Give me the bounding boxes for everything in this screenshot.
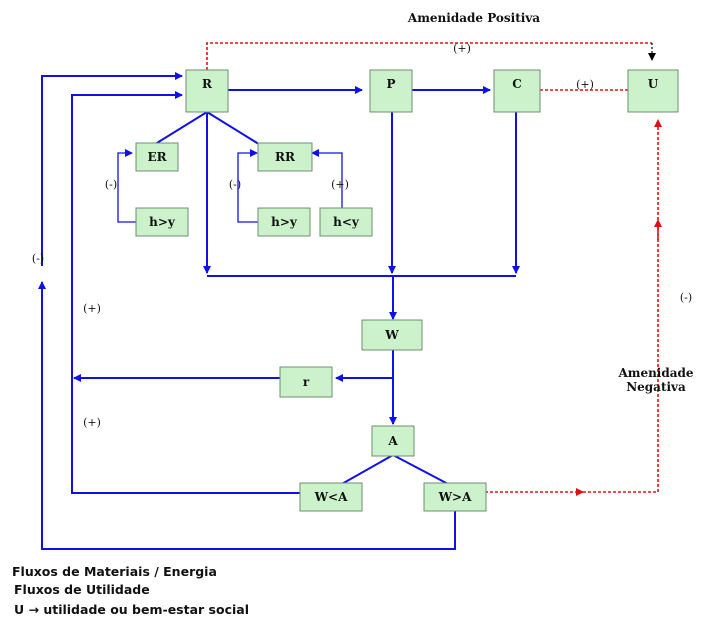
- label-amenidade-negativa-1: Amenidade: [617, 366, 693, 380]
- line-a-wla: [339, 454, 394, 486]
- utility-right-line: [583, 230, 659, 493]
- svg-text:W<A: W<A: [314, 490, 349, 504]
- loop-wga-up: [38, 281, 456, 550]
- svg-text:R: R: [202, 77, 213, 91]
- svg-text:r: r: [303, 375, 310, 389]
- node-u: U: [627, 69, 679, 113]
- node-p: P: [369, 69, 413, 113]
- loop-left-r: [41, 72, 183, 266]
- node-w-lt-a: W<A: [299, 482, 363, 512]
- svg-text:C: C: [512, 77, 522, 91]
- svg-text:ER: ER: [147, 150, 167, 164]
- svg-text:h<y: h<y: [333, 215, 360, 229]
- svg-text:A: A: [387, 434, 398, 448]
- legend-utility-flow: Fluxos de Utilidade: [14, 582, 150, 597]
- legend-material-flow: Fluxos de Materiais / Energia: [12, 564, 217, 579]
- line-a-wga: [392, 454, 451, 486]
- line-r-er: [151, 111, 208, 147]
- node-r: R: [185, 69, 229, 113]
- node-r-small: r: [279, 366, 333, 398]
- svg-text:W>A: W>A: [438, 490, 473, 504]
- node-er: ER: [135, 142, 179, 172]
- svg-text:P: P: [386, 77, 395, 91]
- label-minus-rr: (-): [229, 178, 241, 191]
- node-rr: RR: [257, 142, 313, 172]
- loop-hy-er: [117, 149, 136, 223]
- node-h-gt-y-1: h>y: [135, 207, 189, 237]
- label-plus-top: (+): [453, 42, 471, 55]
- loop-hy-rr: [237, 149, 258, 223]
- loop-wla-r: [71, 91, 300, 494]
- node-c: C: [493, 69, 541, 113]
- label-minus-left: (-): [32, 252, 44, 265]
- label-amenidade-positiva: Amenidade Positiva: [407, 11, 540, 25]
- label-plus-left-1: (+): [83, 302, 101, 315]
- label-plus-cu: (+): [576, 78, 594, 91]
- svg-text:RR: RR: [275, 150, 296, 164]
- label-minus-er: (-): [105, 178, 117, 191]
- line-r-rr: [206, 111, 263, 147]
- label-plus-rr: (+): [331, 178, 349, 191]
- svg-text:h>y: h>y: [271, 215, 298, 229]
- label-plus-left-2: (+): [83, 416, 101, 429]
- loop-hly-rr: [311, 149, 343, 208]
- svg-text:W: W: [384, 328, 399, 342]
- svg-text:h>y: h>y: [149, 215, 176, 229]
- node-w: W: [361, 319, 423, 351]
- node-w-gt-a: W>A: [423, 482, 487, 512]
- svg-text:U: U: [648, 77, 659, 91]
- label-amenidade-negativa-2: Negativa: [626, 380, 686, 394]
- node-a: A: [371, 425, 415, 457]
- legend-utility-definition: U → utilidade ou bem-estar social: [14, 602, 249, 617]
- label-minus-right: (-): [680, 291, 692, 304]
- node-h-gt-y-2: h>y: [257, 207, 311, 237]
- node-h-lt-y: h<y: [319, 207, 373, 237]
- utility-top-line: [206, 42, 652, 70]
